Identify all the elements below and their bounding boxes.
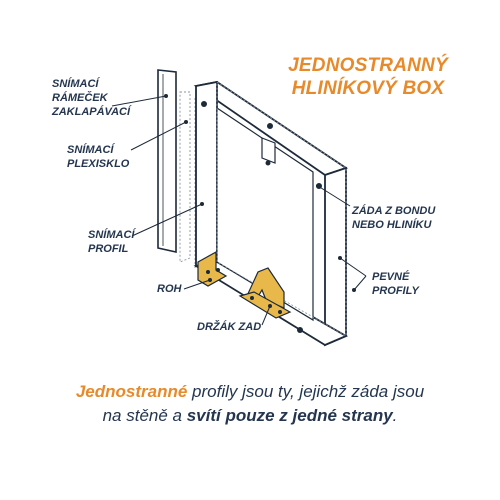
screw	[216, 268, 220, 272]
caption-part2: na stěně a	[102, 406, 187, 425]
leader-zada	[317, 185, 351, 207]
diagram-title: JEDNOSTRANNÝ HLINÍKOVÝ BOX	[268, 54, 468, 100]
leader-dot	[164, 94, 168, 98]
caption-bold: svítí pouze z jedné strany	[186, 406, 393, 425]
label-snimaci-plexisklo: SNÍMACÍ PLEXISKLO	[67, 144, 130, 170]
hanging-bracket	[261, 137, 276, 164]
box-left	[195, 80, 218, 268]
label-zada: ZÁDA Z BONDU NEBO HLINÍKU	[352, 205, 436, 231]
caption-line-2: na stěně a svítí pouze z jedné strany.	[0, 404, 500, 428]
leader-roh	[183, 279, 211, 290]
label-pevne-profily: PEVNÉ PROFILY	[372, 271, 419, 297]
title-line-1: JEDNOSTRANNÝ	[288, 55, 448, 76]
label-snimaci-ramecek: SNÍMACÍ RÁMEČEK ZAKLAPÁVACÍ	[52, 78, 131, 118]
leader-dot	[268, 304, 272, 308]
title-line-2: HLINÍKOVÝ BOX	[291, 78, 445, 99]
leader-dot	[316, 184, 320, 188]
leader-dot	[352, 288, 356, 292]
caption-part1: profily jsou ty, jejichž záda jsou	[187, 382, 425, 401]
snap-frame	[157, 69, 177, 253]
screw	[297, 327, 303, 333]
leader-dot	[338, 256, 342, 260]
leader-dot	[200, 202, 204, 206]
leader-plexisklo	[130, 121, 187, 151]
box-inner	[216, 106, 314, 322]
screw	[278, 310, 282, 314]
leader-snimaci-ramecek	[111, 95, 167, 107]
leader-drzak	[261, 305, 271, 326]
box-front-right	[324, 166, 347, 347]
plexi-outline	[179, 91, 191, 263]
leader-profil	[131, 203, 203, 237]
leader-pevne-2	[353, 275, 367, 291]
caption: Jednostranné profily jsou ty, jejichž zá…	[0, 380, 500, 428]
label-drzak-zad: DRŽÁK ZAD	[197, 321, 262, 333]
corner-bracket	[197, 250, 228, 287]
leader-pevne-1	[339, 257, 367, 277]
label-snimaci-profil: SNÍMACÍ PROFIL	[88, 229, 135, 255]
leader-dot	[184, 120, 188, 124]
screw	[206, 270, 210, 274]
screw	[267, 123, 273, 129]
leader-dot	[208, 278, 212, 282]
screw	[250, 296, 254, 300]
caption-end: .	[392, 406, 398, 425]
label-roh: ROH	[157, 283, 182, 295]
caption-highlight: Jednostranné	[75, 382, 188, 401]
screw	[265, 160, 271, 166]
screw	[201, 101, 207, 107]
caption-line-1: Jednostranné profily jsou ty, jejichž zá…	[0, 380, 500, 404]
